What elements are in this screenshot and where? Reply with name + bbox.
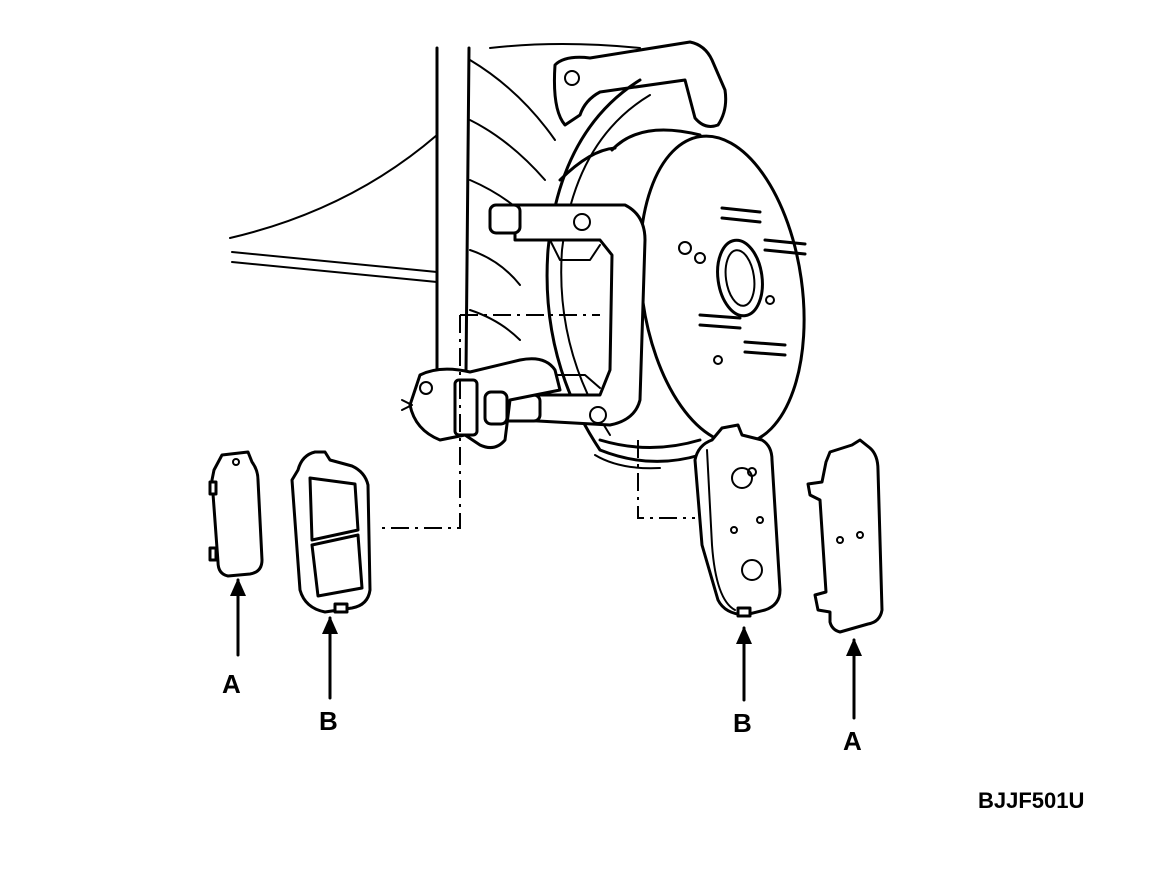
right-brake-pad [693,423,782,618]
callout-b-right: B [733,708,752,738]
right-shim [806,438,884,634]
left-brake-pad [290,450,372,614]
callout-a-right: A [843,726,862,756]
left-shim [208,450,264,578]
assembly-leader-lines [380,314,695,529]
dust-shield [545,78,702,470]
callout-a-left: A [222,669,241,699]
suspension-strut [229,43,641,380]
callout-arrows [230,578,862,720]
figure-code: BJJF501U [978,788,1084,813]
caliper-bracket [553,40,728,128]
callout-b-left: B [319,706,338,736]
caliper-body [401,203,647,450]
